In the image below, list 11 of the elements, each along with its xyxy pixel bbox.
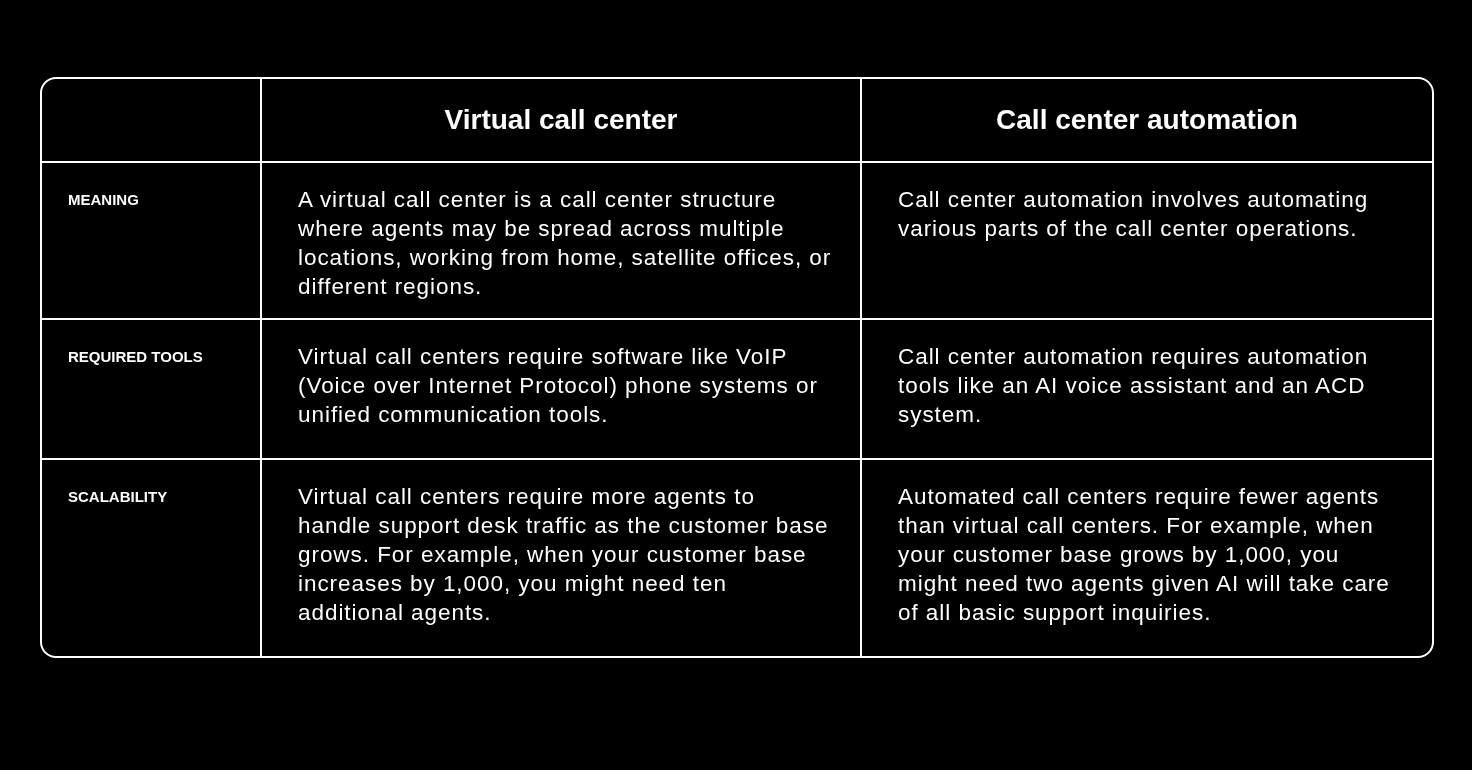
- row-heading: SCALABILITY: [68, 488, 168, 505]
- cell-text: Virtual call centers require more agents to handle support desk traffic as the customer base grows. For example, when your customer base increases by 1,000, you might need ten additional agents.: [298, 483, 830, 627]
- row-heading: REQUIRED TOOLS: [68, 348, 203, 365]
- cell-text: Virtual call centers require software like VoIP (Voice over Internet Protocol) phone systems or unified communication tools.: [298, 343, 819, 429]
- column-heading: Virtual call center: [444, 104, 678, 136]
- cell-text: A virtual call center is a call center structure where agents may be spread across multiple locations, working from home, satellite offices, or different regions.: [298, 186, 832, 301]
- column-heading: Call center automation: [996, 104, 1298, 136]
- row-heading: MEANING: [68, 191, 139, 208]
- cell-text: Call center automation requires automation tools like an AI voice assistant and an ACD system.: [898, 343, 1370, 429]
- cell-text: Automated call centers require fewer agents than virtual call centers. For example, when your customer base grows by 1,000, you might need two agents given AI will take care of all basic support inquiries.: [898, 483, 1391, 627]
- cell-text: Call center automation involves automating various parts of the call center operations.: [898, 186, 1370, 243]
